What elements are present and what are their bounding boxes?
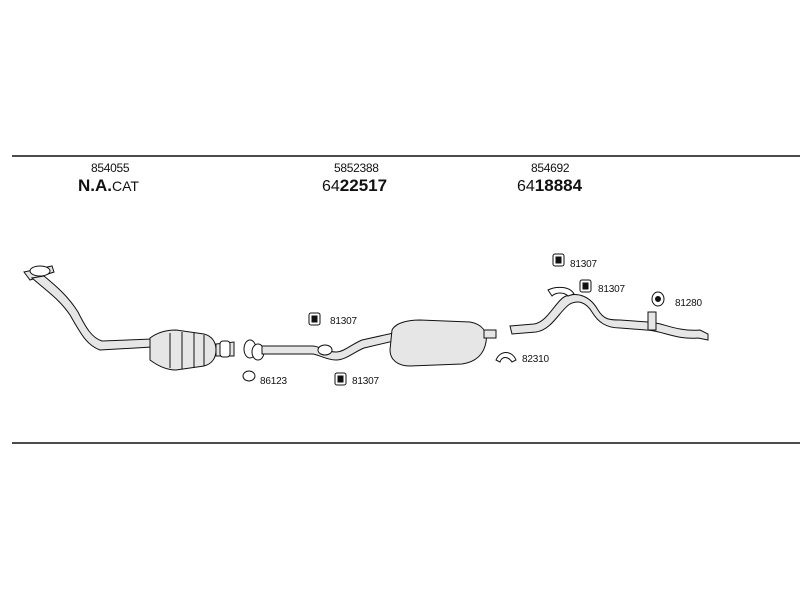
clamp-icon-rear-2 bbox=[579, 279, 592, 293]
catalyst-label-bold: N.A. bbox=[78, 176, 112, 195]
code-section-3: 6418884 bbox=[517, 176, 582, 196]
code-main-section-2: 22517 bbox=[339, 176, 388, 195]
part-number-section-1: 854055 bbox=[91, 161, 130, 175]
catalyst-label-regular: CAT bbox=[112, 178, 139, 194]
code-prefix-section-3: 64 bbox=[517, 178, 535, 195]
part-number-section-3: 854692 bbox=[531, 161, 570, 175]
clamp-icon-mid-lower bbox=[334, 372, 347, 386]
code-prefix-section-2: 64 bbox=[322, 178, 340, 195]
clamp-icon-mid-upper bbox=[308, 312, 321, 326]
part-label-hanger-rear-1: 81307 bbox=[570, 259, 597, 270]
part-label-clamp-mid-upper: 81307 bbox=[330, 316, 357, 327]
part-label-rubber-mount-tail: 81280 bbox=[675, 298, 702, 309]
catalyst-label: N.A.CAT bbox=[78, 176, 139, 196]
catalytic-converter bbox=[149, 329, 235, 371]
code-section-2: 6422517 bbox=[322, 176, 387, 196]
rear-pipe bbox=[509, 286, 709, 341]
rubber-mount-icon bbox=[651, 291, 665, 307]
part-number-section-2: 5852388 bbox=[334, 161, 379, 175]
code-main-section-3: 18884 bbox=[534, 176, 583, 195]
part-label-clamp-mid-lower: 81307 bbox=[352, 376, 379, 387]
part-label-hanger-rear-2: 81307 bbox=[598, 284, 625, 295]
flange-gaskets bbox=[219, 339, 265, 382]
gasket-ring bbox=[242, 370, 256, 382]
rear-mount-clamp bbox=[495, 352, 517, 363]
clamp-icon bbox=[308, 253, 665, 386]
intermediate-pipe bbox=[261, 331, 399, 361]
front-pipe bbox=[23, 265, 153, 351]
part-label-gasket-front: 86123 bbox=[260, 376, 287, 387]
clamp-icon-rear-1 bbox=[552, 253, 565, 267]
part-label-rear-mount-clamp: 82310 bbox=[522, 354, 549, 365]
center-silencer bbox=[389, 319, 497, 367]
